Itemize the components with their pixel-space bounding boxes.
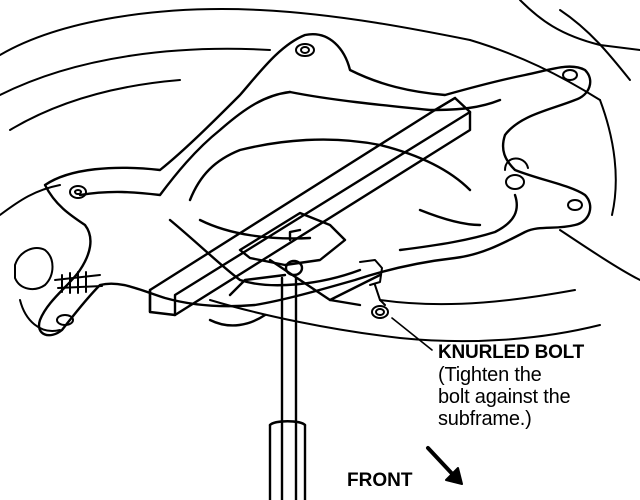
- mount-holes: [56, 43, 583, 326]
- callout-title: KNURLED BOLT: [438, 342, 585, 363]
- knurled-bolt-callout: KNURLED BOLT (Tighten the bolt against t…: [438, 342, 634, 430]
- left-strut-assembly: [14, 247, 103, 332]
- vehicle-underbody: [0, 0, 640, 343]
- support-fixture: [148, 96, 472, 327]
- jack-post: [268, 276, 307, 500]
- knurled-bolt: [359, 259, 389, 319]
- callout-note: (Tighten the bolt against the subframe.): [438, 364, 571, 430]
- callout-leader: [391, 317, 433, 351]
- front-arrow-icon: [426, 446, 463, 485]
- front-label: FRONT: [347, 470, 413, 491]
